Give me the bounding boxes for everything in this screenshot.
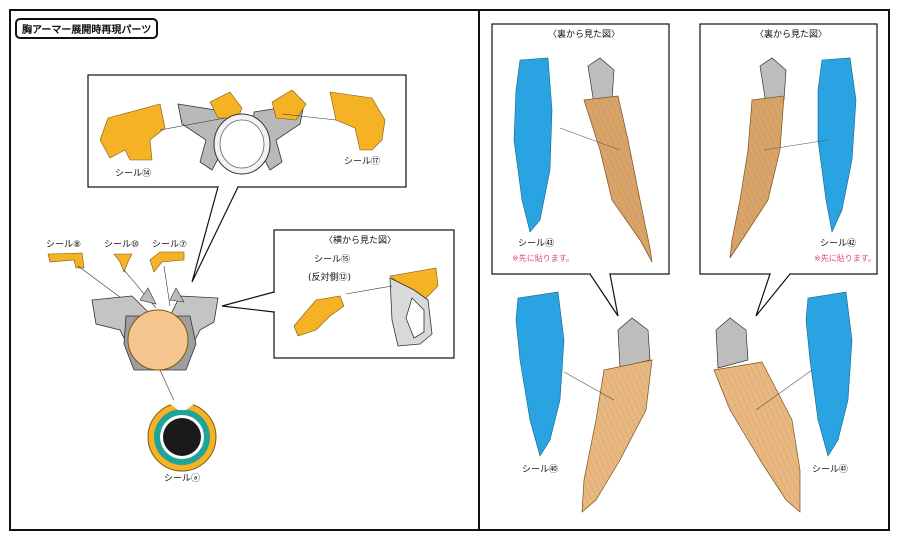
back-view-callout-left: 〈裏から見た図〉 シール㊸ ※先に貼ります。 bbox=[492, 24, 669, 316]
sticker-7-shape bbox=[150, 252, 184, 272]
label-sticker-15: シール⑮ bbox=[314, 254, 350, 265]
bottom-left-assembly: シール㊵ bbox=[516, 292, 652, 512]
sticker-a-round bbox=[148, 398, 216, 471]
label-sticker-42: シール㊷ bbox=[820, 238, 856, 249]
label-sticker-8: シール⑧ bbox=[46, 240, 81, 250]
sticker-8-shape bbox=[48, 253, 84, 268]
back-view-caption-left: 〈裏から見た図〉 bbox=[548, 28, 620, 40]
label-sticker-a: シールⓐ bbox=[164, 473, 200, 484]
label-sticker-12-opposite: (反対側⑫) bbox=[308, 271, 351, 283]
label-sticker-43: シール㊸ bbox=[518, 238, 554, 249]
chest-armor-main bbox=[92, 288, 218, 370]
back-view-callout-right: 〈裏から見た図〉 シール㊷ ※先に貼ります。 bbox=[700, 24, 877, 316]
label-sticker-7: シール⑦ bbox=[152, 240, 187, 250]
label-sticker-40: シール㊵ bbox=[522, 464, 558, 475]
bottom-right-assembly: シール㊶ bbox=[714, 292, 852, 512]
blade-front-left bbox=[582, 318, 652, 512]
label-sticker-14: シール⑭ bbox=[115, 168, 151, 179]
side-view-callout: 〈横から見た図〉 シール⑮ (反対側⑫) bbox=[222, 230, 454, 358]
side-view-caption: 〈横から見た図〉 bbox=[324, 234, 396, 246]
note-apply-first-left: ※先に貼ります。 bbox=[512, 253, 574, 263]
note-apply-first-right: ※先に貼ります。 bbox=[814, 253, 876, 263]
back-view-caption-right: 〈裏から見た図〉 bbox=[755, 28, 827, 40]
label-sticker-41: シール㊶ bbox=[812, 464, 848, 475]
sticker-10-shape bbox=[114, 254, 132, 272]
blade-front-right bbox=[714, 318, 800, 512]
label-sticker-10: シール⑩ bbox=[104, 240, 139, 250]
label-sticker-17: シール⑰ bbox=[344, 156, 380, 167]
